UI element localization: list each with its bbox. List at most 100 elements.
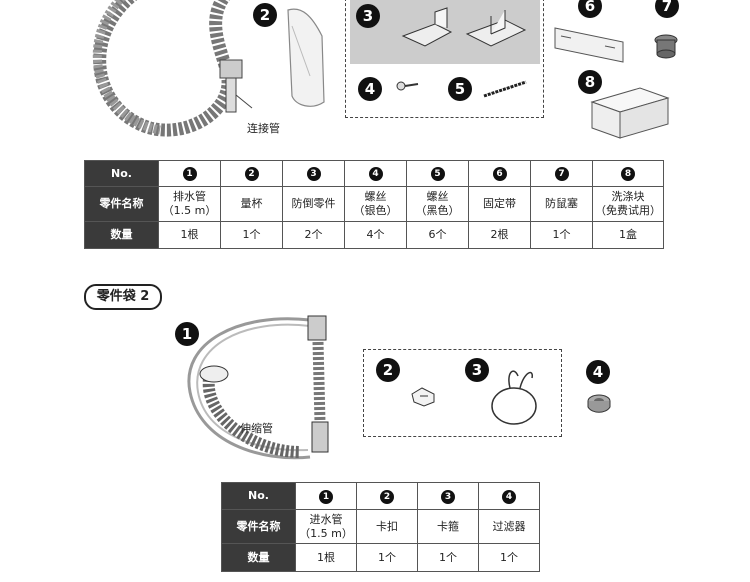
part-name-note: （免费试用）: [595, 204, 661, 217]
qty-header: 数量: [84, 221, 159, 249]
col-no-1: 1: [158, 160, 221, 187]
bag2-callout-3: 3: [465, 358, 489, 382]
detergent-block-icon: [590, 87, 670, 139]
circle-number: 3: [306, 167, 321, 181]
part-name-note: （1.5 m）: [162, 204, 217, 217]
callout-5: 5: [448, 77, 472, 101]
callout-7: 7: [655, 0, 679, 18]
bag2-qty-3: 1个: [417, 543, 479, 572]
part-name-line: 量杯: [240, 197, 263, 210]
part-name-line: 进水管: [309, 512, 343, 526]
part-name-line: 过滤器: [492, 519, 526, 533]
part-name-note: （银色）: [353, 204, 398, 217]
part-name-8: 洗涤块（免费试用）: [592, 186, 664, 222]
bag2-callout-1: 1: [175, 322, 199, 346]
name-header: 零件名称: [84, 186, 159, 222]
silver-screw-icon: [396, 81, 419, 91]
col-no-5: 5: [406, 160, 469, 187]
name-header-2: 零件名称: [221, 509, 296, 544]
part-name-line: 防鼠塞: [545, 197, 578, 210]
circle-number: 8: [621, 167, 635, 181]
circle-number: 2: [380, 489, 394, 504]
part-name-2: 量杯: [220, 186, 283, 222]
clip-icon: [411, 387, 435, 407]
qty-4: 4个: [344, 221, 407, 249]
callout-6: 6: [578, 0, 602, 18]
part-name-line: 洗涤块: [611, 190, 645, 203]
circle-number: 5: [430, 167, 445, 181]
col-no-8: 8: [592, 160, 664, 187]
col2-no-3: 3: [417, 482, 479, 510]
part-name-4: 螺丝（银色）: [344, 186, 407, 222]
circle-number: 4: [368, 167, 383, 181]
part-name-note: （1.5 m）: [299, 526, 353, 540]
hose-clamp-icon: [491, 370, 537, 425]
callout-3: 3: [356, 4, 380, 28]
part-name-7: 防鼠塞: [530, 186, 593, 222]
col-no-3: 3: [282, 160, 345, 187]
qty-2: 1个: [220, 221, 283, 249]
callout-8: 8: [578, 70, 602, 94]
fixing-strap-icon: [554, 27, 624, 63]
bag2-part-name-1: 进水管（1.5 m）: [295, 509, 357, 544]
part-name-line: 防倒零件: [291, 197, 336, 210]
qty-7: 1个: [530, 221, 593, 249]
callout-2: 2: [253, 3, 277, 27]
col-no-4: 4: [344, 160, 407, 187]
circle-number: 4: [502, 489, 516, 504]
measuring-cup-illustration: [287, 8, 325, 107]
bag2-qty-1: 1根: [295, 543, 357, 572]
part-name-note: （黑色）: [415, 204, 460, 217]
mouse-plug-icon: [654, 34, 678, 59]
part-name-3: 防倒零件: [282, 186, 345, 222]
part-name-line: 螺丝: [426, 190, 449, 203]
drain-hose-illustration: [92, 0, 253, 137]
bag2-callout-2: 2: [376, 358, 400, 382]
qty-header-2: 数量: [221, 543, 296, 572]
inlet-hose-illustration: [187, 315, 329, 460]
parts-group-3-5: [345, 0, 544, 118]
telescopic-hose-label: 伸缩管: [240, 422, 273, 435]
circle-number: 3: [441, 489, 455, 504]
part-name-line: 螺丝: [364, 190, 387, 203]
parts-table-2: No. 1 2 3 4 零件名称 进水管（1.5 m） 卡扣 卡箍 过滤器 数量…: [221, 482, 540, 572]
black-screw-icon: [483, 80, 527, 98]
col-no-6: 6: [468, 160, 531, 187]
qty-3: 2个: [282, 221, 345, 249]
circle-number: 1: [182, 167, 197, 181]
part-name-5: 螺丝（黑色）: [406, 186, 469, 222]
qty-1: 1根: [158, 221, 221, 249]
bag2-qty-4: 1个: [478, 543, 540, 572]
circle-number: 2: [244, 167, 259, 181]
bag2-part-name-2: 卡扣: [356, 509, 418, 544]
qty-5: 6个: [406, 221, 469, 249]
col2-no-4: 4: [478, 482, 540, 510]
qty-8: 1盒: [592, 221, 664, 249]
col-no-7: 7: [530, 160, 593, 187]
bag2-part-name-3: 卡箍: [417, 509, 479, 544]
col2-no-1: 1: [295, 482, 357, 510]
bag2-qty-2: 1个: [356, 543, 418, 572]
parts-group-2-3: [363, 349, 562, 437]
parts-table-1: No. 1 2 3 4 5 6 7 8 零件名称 排水管（1.5 m） 量杯 防…: [84, 160, 664, 249]
col-no-2: 2: [220, 160, 283, 187]
part-name-line: 固定带: [483, 197, 516, 210]
filter-icon: [587, 394, 611, 413]
circle-number: 6: [492, 167, 507, 181]
bag2-callout-4: 4: [586, 360, 610, 384]
part-name-line: 卡箍: [437, 519, 459, 533]
part-name-line: 排水管: [173, 190, 206, 203]
part-name-1: 排水管（1.5 m）: [158, 186, 221, 222]
circle-number: 1: [319, 489, 333, 504]
no-header-2: No.: [221, 482, 296, 510]
connector-hose-label: 连接管: [247, 122, 280, 135]
circle-number: 7: [554, 167, 569, 181]
bag2-part-name-4: 过滤器: [478, 509, 540, 544]
qty-6: 2根: [468, 221, 531, 249]
part-name-6: 固定带: [468, 186, 531, 222]
no-header: No.: [84, 160, 159, 187]
callout-4: 4: [358, 77, 382, 101]
anti-tip-bracket-icon: [401, 7, 527, 47]
part-name-line: 卡扣: [376, 519, 398, 533]
col2-no-2: 2: [356, 482, 418, 510]
